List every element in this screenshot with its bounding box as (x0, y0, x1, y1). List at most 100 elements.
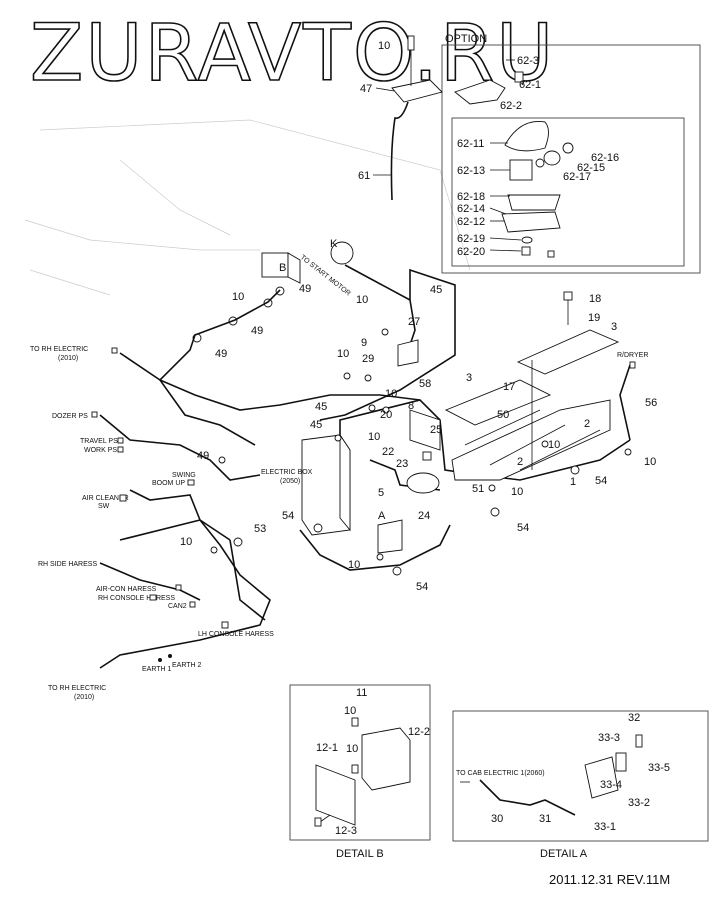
horn-5 (406, 472, 440, 494)
detail-b-part-10b: 10 (346, 743, 358, 755)
part-54-c: 54 (517, 522, 529, 534)
part-2-b: 2 (517, 456, 523, 468)
washer-62-19-shape (521, 236, 533, 244)
option-label: OPTION (445, 33, 487, 45)
label-swing: SWING (172, 472, 196, 479)
part-62-2: 62-2 (500, 100, 522, 112)
plate-12-1 (315, 764, 356, 826)
harness-start-motor (319, 268, 456, 421)
detail-a-part-32: 32 (628, 712, 640, 724)
part-10-h: 10 (511, 486, 523, 498)
part-47: 47 (360, 83, 372, 95)
part-10-e: 10 (368, 431, 380, 443)
part-5: 5 (378, 487, 384, 499)
part-10-j: 10 (348, 559, 360, 571)
part-10-b2: 10 (356, 294, 368, 306)
part-10-b1: 10 (232, 291, 244, 303)
label-electric-box-code: (2050) (280, 478, 300, 485)
part-62-14: 62-14 (457, 203, 485, 215)
cover-62-11-shape (504, 121, 549, 152)
detail-a-group (452, 710, 709, 842)
part-54-a: 54 (595, 475, 607, 487)
part-54-b: 54 (282, 510, 294, 522)
part-62-1: 62-1 (519, 79, 541, 91)
electric-box-group (301, 433, 351, 536)
ring-62-17-shape (535, 158, 545, 168)
label-air-cleaner: AIR CLEANER (82, 495, 129, 502)
label-to-cab-electric: TO CAB ELECTRIC 1(2060) (456, 770, 545, 777)
part-20: 20 (380, 409, 392, 421)
part-10-g: 10 (644, 456, 656, 468)
cable-61 (390, 101, 409, 201)
battery-group (444, 291, 620, 481)
label-to-rh-electric-top: TO RH ELECTRIC (30, 346, 88, 353)
label-work-ps: WORK PS (84, 447, 117, 454)
label-earth-2: EARTH 2 (172, 662, 202, 669)
part-10-i: 10 (180, 536, 192, 548)
part-22: 22 (382, 446, 394, 458)
part-18: 18 (589, 293, 601, 305)
socket-62-20-shape (547, 250, 555, 258)
label-electric-box: ELECTRIC BOX (261, 469, 313, 476)
part-2-a: 2 (584, 418, 590, 430)
label-air-cleaner-sw: SW (98, 503, 110, 510)
relay-27 (397, 339, 419, 367)
ring-62-16-shape (562, 142, 574, 154)
part-K: K (330, 238, 338, 250)
part-8: 8 (408, 400, 414, 412)
base-62-12-shape (501, 211, 561, 233)
part-45-a: 45 (430, 284, 442, 296)
label-air-con-harness: AIR-CON HARESS (96, 586, 157, 593)
option-frame (441, 44, 701, 274)
detail-a-part-33-2: 33-2 (628, 797, 650, 809)
part-62-1-shape (514, 71, 524, 83)
part-53: 53 (254, 523, 266, 535)
label-earth-1: EARTH 1 (142, 666, 172, 673)
detail-b-part-12-2: 12-2 (408, 726, 430, 738)
detail-b-group (289, 684, 431, 841)
part-54-d: 54 (416, 581, 428, 593)
detail-a-part-33-3: 33-3 (598, 732, 620, 744)
part-B: B (279, 262, 286, 274)
part-10-top: 10 (378, 40, 390, 52)
part-27: 27 (408, 316, 420, 328)
part-24: 24 (418, 510, 430, 522)
option-group: OPTION (441, 33, 701, 274)
part-45-c: 45 (310, 419, 322, 431)
ghost-outline (24, 119, 471, 296)
part-29: 29 (362, 353, 374, 365)
part-51: 51 (472, 483, 484, 495)
detail-b-part-12-1: 12-1 (316, 742, 338, 754)
part-9: 9 (361, 337, 367, 349)
label-to-rh-electric-bottom: TO RH ELECTRIC (48, 685, 106, 692)
bracket-25 (409, 409, 441, 451)
part-23: 23 (396, 458, 408, 470)
box-33-1 (584, 756, 619, 799)
box-12-2 (361, 727, 411, 791)
part-10-d: 10 (385, 388, 397, 400)
detail-b-part-11: 11 (356, 687, 367, 699)
part-62-17: 62-17 (563, 171, 591, 183)
detail-a-part-33-1: 33-1 (594, 821, 616, 833)
detail-a-part-33-5: 33-5 (648, 762, 670, 774)
bracket-62-2-shape (454, 79, 506, 105)
cover-3-left (444, 379, 552, 426)
detail-a-frame (452, 710, 709, 842)
part-62-11: 62-11 (457, 138, 484, 150)
part-58: 58 (419, 378, 431, 390)
part-56: 56 (645, 397, 657, 409)
label-lh-console-harness: LH CONSOLE HARESS (198, 631, 274, 638)
part-49-a: 49 (299, 283, 311, 295)
connector-marks (91, 347, 636, 662)
part-49-b: 49 (251, 325, 263, 337)
part-62-12: 62-12 (457, 216, 485, 228)
body-62-13-shape (509, 159, 533, 181)
cover-3-right (516, 329, 620, 375)
label-dozer-ps: DOZER PS (52, 413, 88, 420)
detail-a-part-30: 30 (491, 813, 503, 825)
part-61: 61 (358, 170, 370, 182)
label-to-rh-electric-top-code: (2010) (58, 355, 78, 362)
part-1: 1 (570, 476, 576, 488)
gasket-62-18-shape (507, 194, 561, 211)
detail-b-part-12-3: 12-3 (335, 825, 357, 837)
